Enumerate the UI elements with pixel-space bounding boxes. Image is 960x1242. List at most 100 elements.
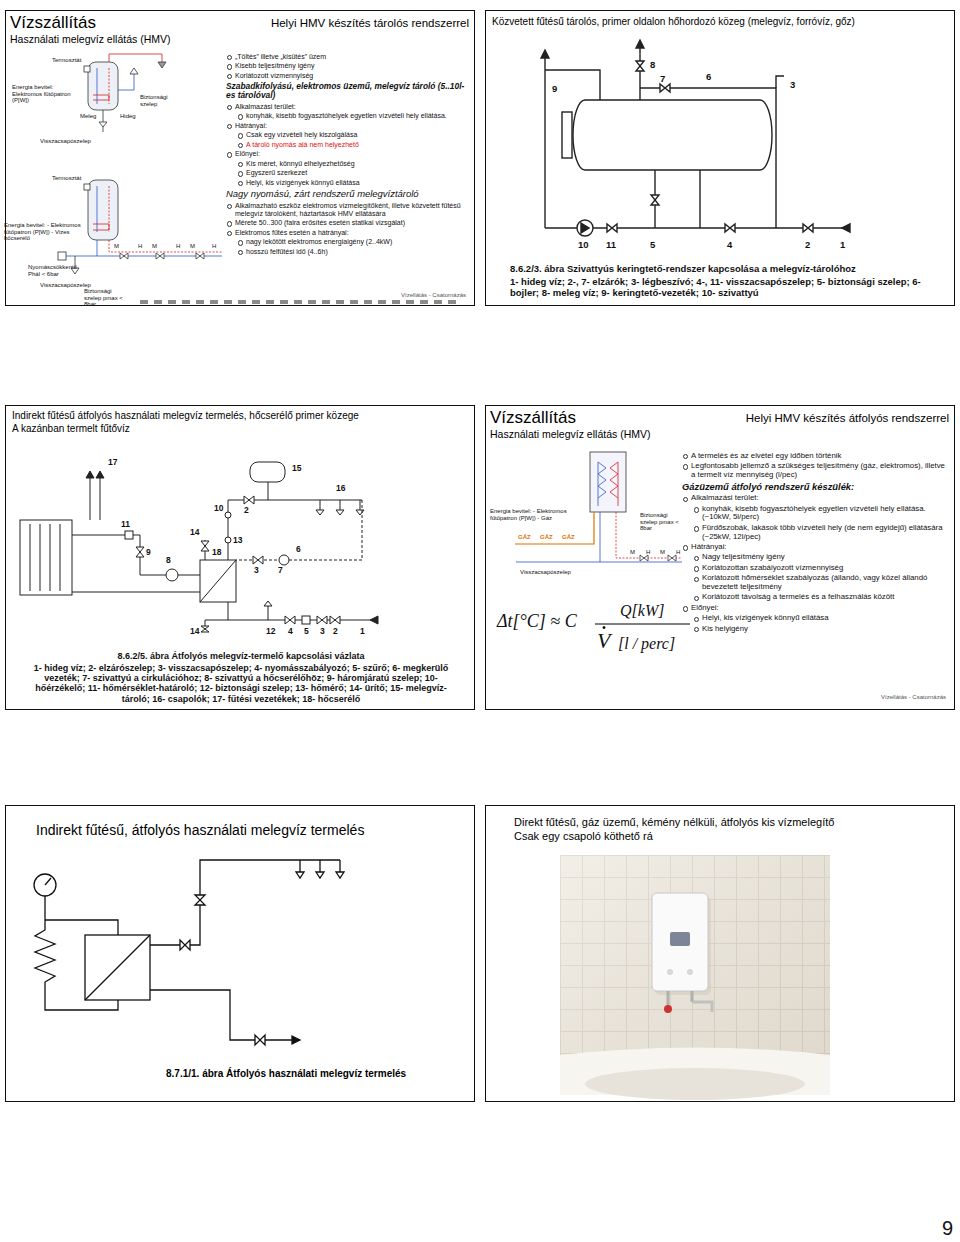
bullet-text: Alkalmazható eszköz elektromos vízmelegí… bbox=[235, 202, 461, 217]
bullet-item: Korlátozott vízmennyiség bbox=[226, 72, 472, 80]
callout-number: 12 bbox=[266, 627, 275, 636]
part-label: Biztonsági szelep pmax < 8bar bbox=[640, 512, 682, 532]
part-label: M bbox=[660, 549, 665, 556]
bullet-text: Előnyei: bbox=[235, 150, 260, 157]
part-label: Nyomáscsökkentő Phál < 6bar bbox=[28, 264, 80, 277]
bullet-text: Korlátozottan szabályozott vízmennyiség bbox=[702, 563, 843, 572]
bullet-item: hosszú felfűtési idő (4..6h) bbox=[237, 248, 472, 256]
callout-number: 11 bbox=[121, 520, 130, 529]
bullet-text: Legfontosabb jellemző a szükséges teljes… bbox=[691, 461, 945, 479]
bullet-item: „Töltés” illetve „kisütés” üzem bbox=[226, 53, 472, 61]
heading-text: Használati melegvíz ellátás (HMV) bbox=[10, 33, 225, 45]
part-label: M bbox=[114, 243, 119, 250]
part-label: H bbox=[212, 243, 216, 250]
part-label: M bbox=[630, 549, 635, 556]
heading-text: Indirekt fűtésű, átfolyós használati mel… bbox=[36, 822, 466, 838]
part-label: H bbox=[138, 243, 142, 250]
slide-panel: A termelés és az elvétel egy időben tört… bbox=[485, 405, 955, 710]
part-label: Visszacsapószelep bbox=[520, 569, 571, 576]
bullet-mark bbox=[238, 240, 243, 245]
bullet-text: Helyi, kis vízigények könnyű ellátása bbox=[246, 179, 360, 186]
bullet-item: Korlátozottan szabályozott vízmennyiség bbox=[693, 564, 950, 573]
bullet-text: Csak egy vízvételi hely kiszolgálása bbox=[246, 131, 357, 138]
slide-footer: Vízellátás - Csatornázás bbox=[326, 292, 466, 299]
callout-number: 2 bbox=[244, 506, 249, 515]
bullet-mark bbox=[683, 606, 688, 611]
bullet-mark bbox=[694, 617, 699, 622]
bullet-item: Kisebb teljesítmény igény bbox=[226, 62, 472, 70]
bullet-item: Előnyei: bbox=[682, 604, 950, 613]
bullet-text: hosszú felfűtési idő (4..6h) bbox=[246, 248, 328, 255]
gas-label: GÁZ bbox=[540, 534, 553, 541]
bullet-text: Előnyei: bbox=[691, 603, 719, 612]
heading-text: Helyi HMV készítés átfolyós rendszerrel bbox=[731, 412, 949, 425]
bullet-item: konyhák, kisebb fogyasztóhelyek egyetlen… bbox=[237, 112, 472, 120]
formula-text: V bbox=[597, 630, 610, 652]
part-label: Energia bevitel: - Elektromos fűtőpatron… bbox=[4, 222, 82, 242]
callout-number: 3 bbox=[254, 566, 259, 575]
bullet-mark bbox=[227, 152, 232, 157]
bullet-mark bbox=[227, 124, 232, 129]
bullet-mark bbox=[227, 55, 232, 60]
part-label: Biztonsági szelep pmax < 8bar bbox=[84, 288, 130, 308]
bullet-text: „Töltés” illetve „kisütés” üzem bbox=[235, 53, 326, 60]
gas-label: GÁZ bbox=[562, 534, 575, 541]
heading-text: Közvetett fűtésű tárolós, primer oldalon… bbox=[492, 16, 950, 28]
callout-number: 5 bbox=[650, 240, 655, 250]
callout-number: 7 bbox=[278, 566, 283, 575]
part-label: M bbox=[152, 243, 157, 250]
heading-text: Vízszállítás bbox=[10, 13, 240, 33]
slide-panel: 8.6.2/5. ábra Átfolyós melegvíz-termelő … bbox=[5, 405, 475, 710]
bullet-item: A termelés és az elvétel egy időben tört… bbox=[682, 452, 950, 461]
bullet-text: Elektromos fűtés esetén a hátrányai: bbox=[235, 229, 349, 236]
callout-number: 1 bbox=[360, 627, 365, 636]
caption-text: 8.6.2/5. ábra Átfolyós melegvíz-termelő … bbox=[117, 651, 364, 661]
bullet-text: Nagy teljesítmény igény bbox=[702, 552, 785, 561]
bullet-text: Kis méret, könnyű elhelyezhetőség bbox=[246, 160, 355, 167]
part-label: Termosztát bbox=[52, 57, 81, 64]
part-label: Energia bevitel: - Elektromos fűtőpatron… bbox=[490, 508, 572, 521]
bullet-text: Egyszerű szerkezet bbox=[246, 169, 307, 176]
bullet-item: Kis méret, könnyű elhelyezhetőség bbox=[237, 160, 472, 168]
callout-number: 10 bbox=[214, 504, 223, 513]
bullet-text: Kis helyigény bbox=[702, 624, 748, 633]
heading-text: A kazánban termelt fűtővíz bbox=[12, 423, 470, 435]
bullet-item: nagy lekötött elektromos energiaigény (2… bbox=[237, 238, 472, 246]
bullet-item: Helyi, kis vízigények könnyű ellátása bbox=[693, 614, 950, 623]
caption-text: 1- hideg víz; 2-, 7- elzárók; 3- légbesz… bbox=[510, 276, 921, 298]
bullet-mark bbox=[227, 64, 232, 69]
caption-block: Nagy nyomású, zárt rendszerű melegvíztár… bbox=[226, 189, 472, 200]
callout-number: 6 bbox=[296, 545, 301, 554]
caption-text: Szabadkifolyású, elektromos üzemű, meleg… bbox=[226, 81, 464, 100]
bullet-mark bbox=[227, 231, 232, 236]
heading-text: Direkt fűtésű, gáz üzemű, kémény nélküli… bbox=[514, 816, 949, 829]
bullet-item: Kis helyigény bbox=[693, 625, 950, 634]
callout-number: 14 bbox=[190, 528, 199, 537]
part-label: Energia bevitel: Elektromos fűtőpatron (… bbox=[12, 84, 84, 104]
part-label: Meleg bbox=[80, 113, 96, 120]
bullet-text: Alkalmazási terület: bbox=[235, 103, 296, 110]
text-column: 8.6.2/3. ábra Szivattyús keringtető-rend… bbox=[510, 261, 950, 298]
callout-number: 11 bbox=[606, 240, 616, 250]
bullet-text: nagy lekötött elektromos energiaigény (2… bbox=[246, 238, 392, 245]
bullet-mark bbox=[238, 171, 243, 176]
bullet-mark bbox=[694, 507, 699, 512]
bullet-text: Mérete 50..300 (falra erősítés esetén st… bbox=[235, 219, 405, 226]
bullet-item: Fürdőszobák, lakások több vízvételi hely… bbox=[693, 524, 950, 542]
heading-text: Vízszállítás bbox=[490, 408, 720, 428]
bullet-item: Elektromos fűtés esetén a hátrányai: bbox=[226, 229, 472, 237]
bullet-item: Helyi, kis vízigények könnyű ellátása bbox=[237, 179, 472, 187]
slide-footer: Vízellátás - Csatornázás bbox=[806, 694, 946, 701]
caption-text: Gázüzemű átfolyó rendszerű készülék: bbox=[682, 482, 854, 492]
caption-block: 8.6.2/5. ábra Átfolyós melegvíz-termelő … bbox=[31, 651, 451, 661]
bullet-item: Hátrányai: bbox=[226, 122, 472, 130]
bullet-mark bbox=[683, 454, 688, 459]
callout-number: 14 bbox=[190, 627, 199, 636]
part-label: M bbox=[190, 243, 195, 250]
callout-number: 2 bbox=[805, 240, 810, 250]
bullet-text: Korlátozott távolság a termelés és a fel… bbox=[702, 592, 894, 601]
bullet-mark bbox=[683, 545, 688, 550]
bullet-mark bbox=[227, 204, 232, 209]
bullet-item: Alkalmazási terület: bbox=[682, 494, 950, 503]
bullet-mark bbox=[238, 114, 243, 119]
